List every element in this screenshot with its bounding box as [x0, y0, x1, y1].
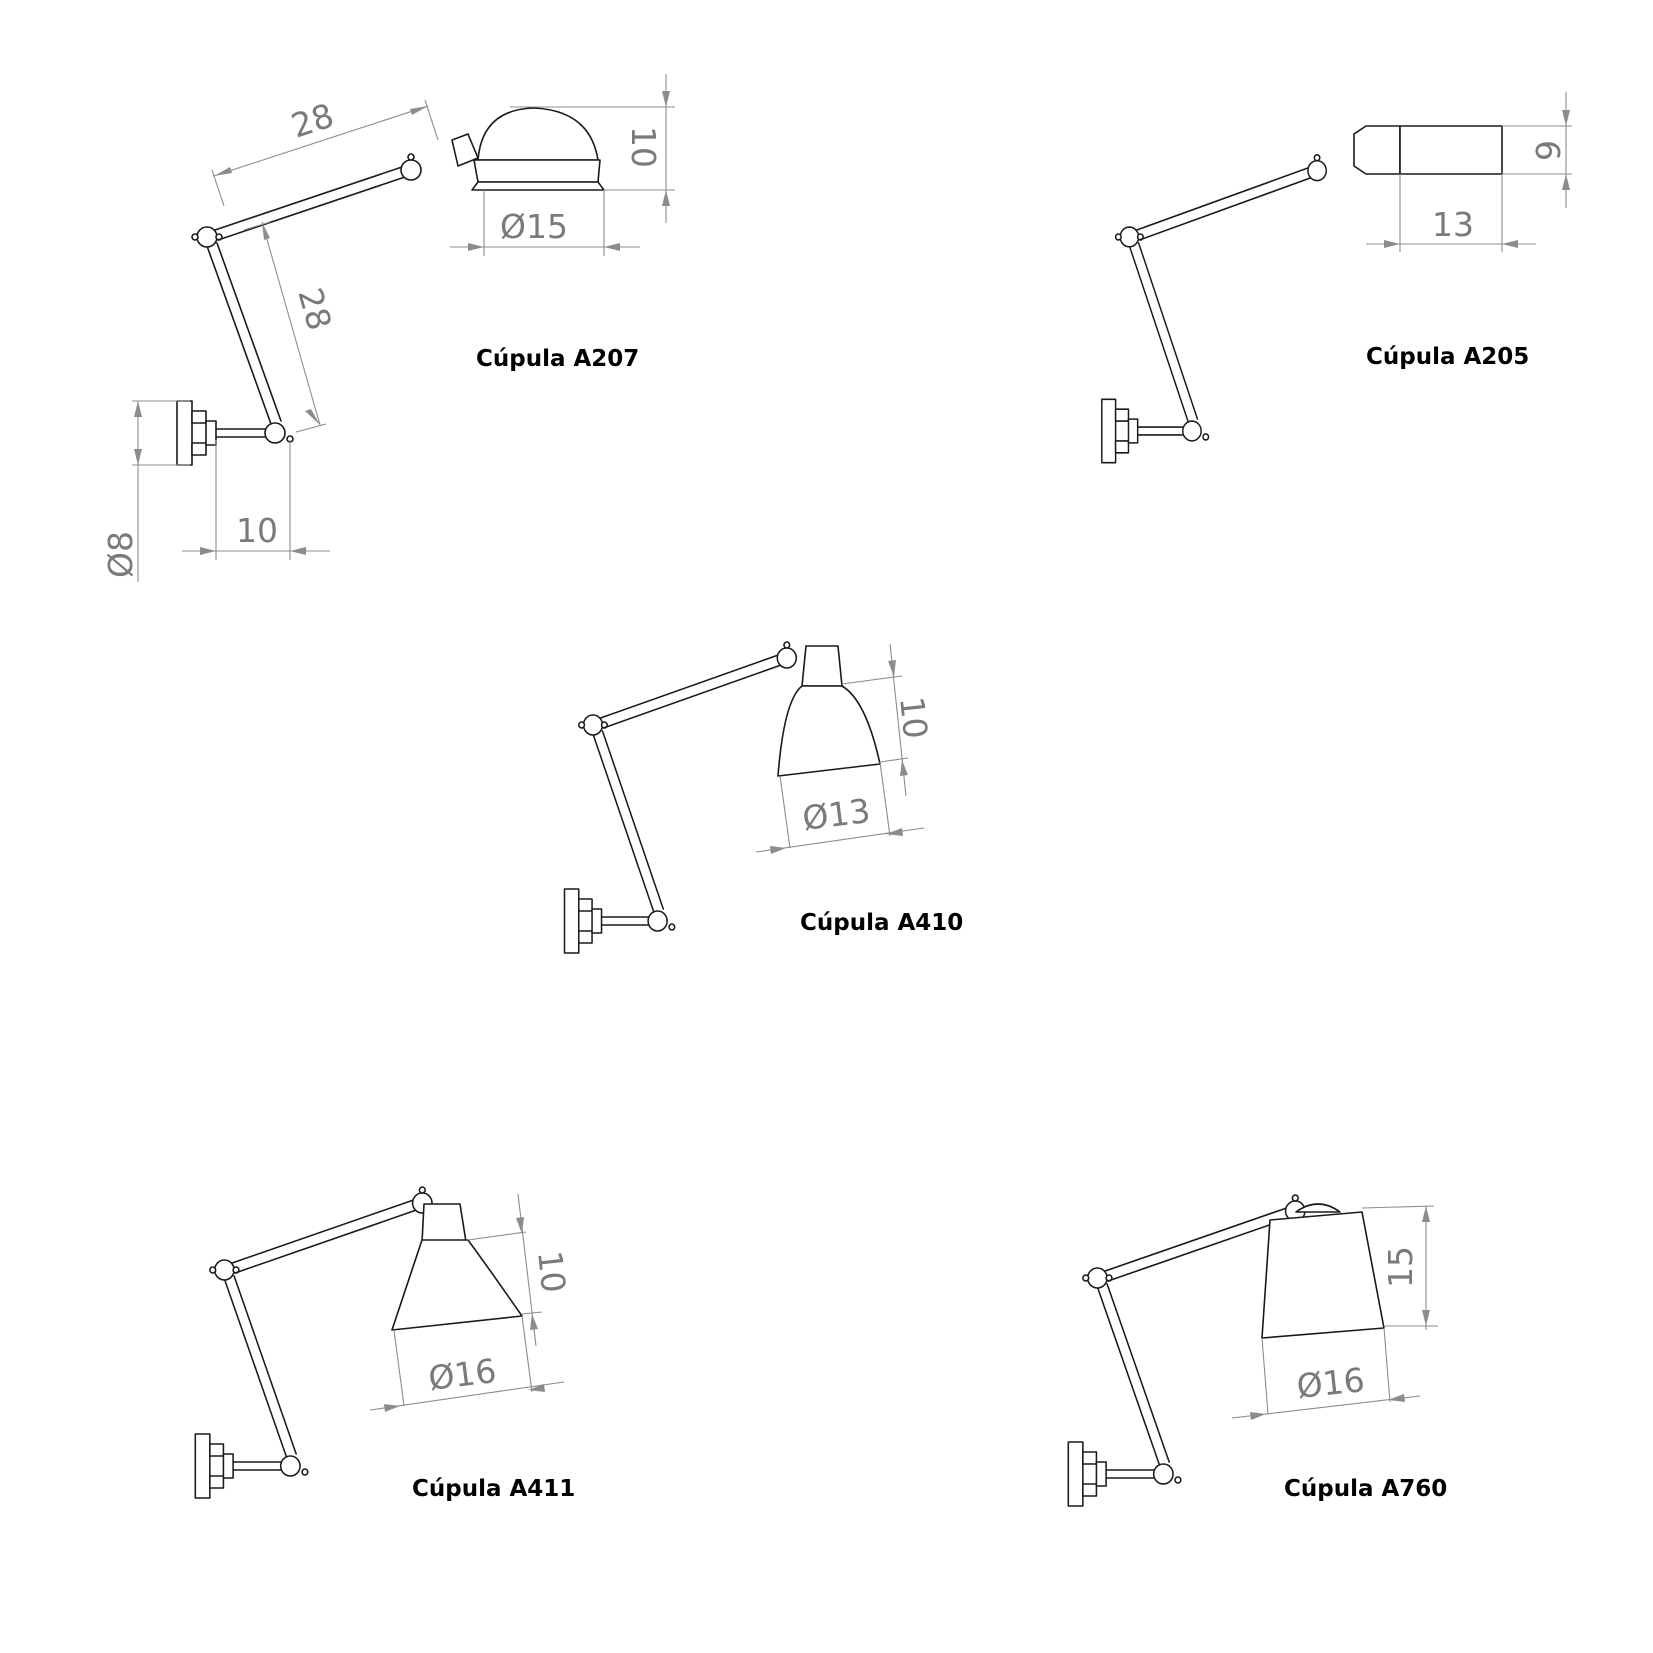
dimensions-a207 — [132, 74, 675, 582]
dimensions-a760 — [1231, 1205, 1438, 1420]
lamp-a205: 6 13 Cúpula A205 — [1101, 92, 1572, 464]
dim-a760-shade-height: 15 — [1381, 1246, 1420, 1288]
dim-a207-base-diameter: Ø8 — [101, 531, 140, 578]
caption-a411: Cúpula A411 — [412, 1476, 575, 1502]
shade-a760 — [1261, 1203, 1385, 1339]
lamp-a410: 10 Ø13 Cúpula A410 — [563, 641, 963, 954]
shade-a411 — [391, 1203, 523, 1331]
dim-a207-shade-diameter: Ø15 — [500, 207, 568, 246]
dimensions-a205 — [1366, 92, 1572, 252]
shade-a410 — [777, 645, 881, 777]
dim-a207-shade-height: 10 — [624, 126, 663, 168]
dim-a207-lower-arm: 28 — [290, 283, 339, 334]
dim-a207-base-offset: 10 — [236, 511, 278, 550]
dimensions-a411 — [369, 1193, 565, 1412]
lamp-a411: 10 Ø16 Cúpula A411 — [194, 1186, 575, 1502]
lamp-a760: 15 Ø16 Cúpula A760 — [1067, 1194, 1447, 1507]
dim-a760-shade-diameter: Ø16 — [1295, 1360, 1367, 1406]
dim-a205-shade-height: 6 — [1528, 140, 1567, 161]
dimensions-a410 — [755, 643, 925, 854]
dim-a411-shade-height: 10 — [530, 1249, 573, 1295]
shade-a207 — [451, 107, 605, 191]
caption-a410: Cúpula A410 — [800, 910, 963, 936]
dim-a411-shade-diameter: Ø16 — [426, 1351, 498, 1398]
caption-a760: Cúpula A760 — [1284, 1476, 1447, 1502]
lamp-a207: 28 28 10 Ø15 Ø8 10 Cúpula A207 — [101, 74, 675, 582]
dim-a410-shade-height: 10 — [892, 695, 935, 741]
caption-a207: Cúpula A207 — [476, 346, 639, 372]
shade-a205 — [1353, 125, 1503, 175]
caption-a205: Cúpula A205 — [1366, 344, 1529, 370]
dim-a410-shade-diameter: Ø13 — [800, 791, 872, 838]
dim-a205-shade-length: 13 — [1432, 205, 1474, 244]
